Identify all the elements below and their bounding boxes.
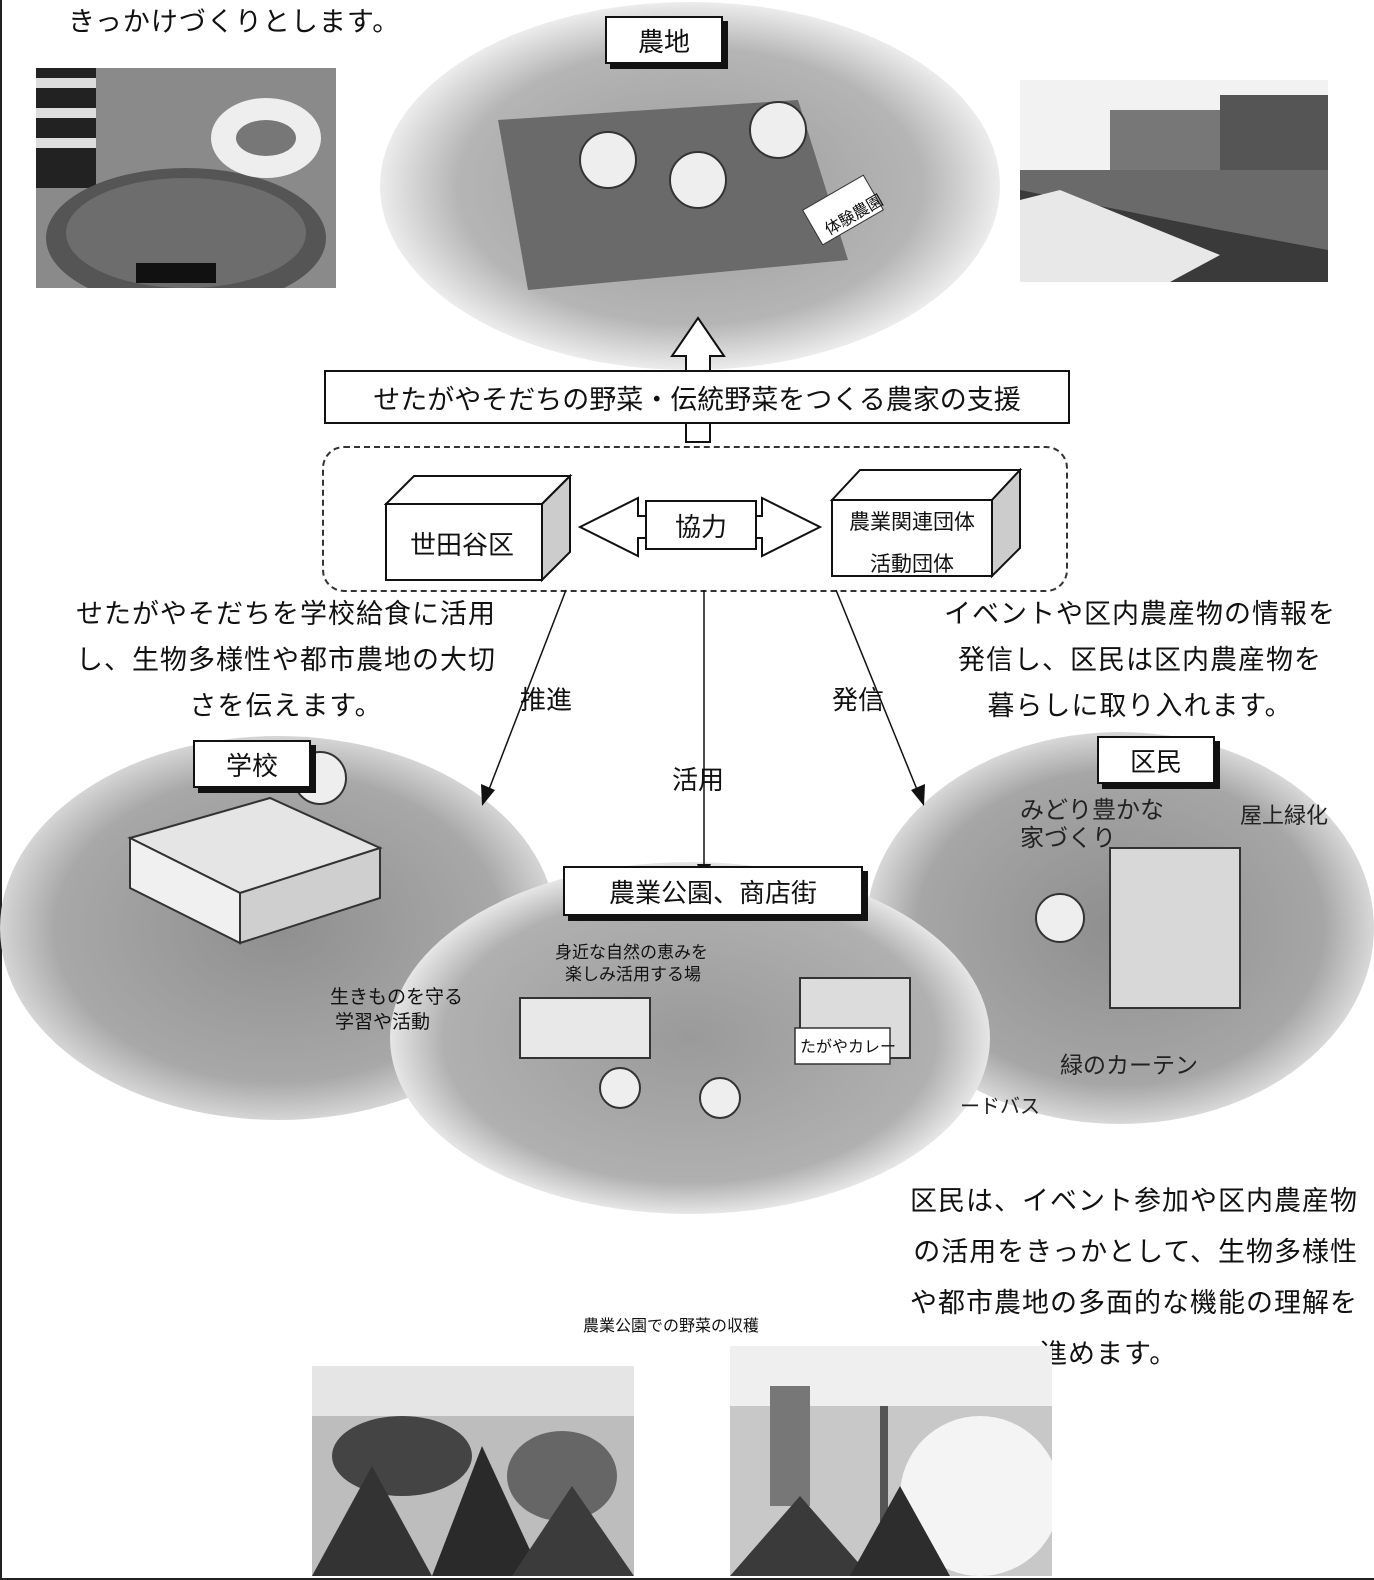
participation-text: 区民は、イベント参加や区内農産物 の活用をきっかとして、生物多様性 や都市農地の… bbox=[888, 1176, 1358, 1380]
school-desc-line: し、生物多様性や都市農地の大切 bbox=[76, 645, 496, 676]
rooftop-text: 屋上緑化 bbox=[1240, 804, 1328, 829]
agri-org-line1: 農業関連団体 bbox=[849, 510, 975, 534]
participation-line: 進めます。 bbox=[1040, 1339, 1178, 1370]
support-banner: せたがやそだちの野菜・伝統野菜をつくる農家の支援 bbox=[324, 370, 1070, 424]
school-activity-text-2: 学習や活動 bbox=[335, 1011, 430, 1033]
cooperation-label: 協力 bbox=[645, 500, 757, 550]
residents-label: 区民 bbox=[1097, 736, 1215, 784]
residents-green-text-1: みどり豊かな bbox=[1020, 796, 1164, 824]
cooperation-frame bbox=[322, 446, 1068, 592]
field-photo bbox=[1020, 80, 1328, 282]
flow-arrows bbox=[481, 589, 925, 880]
community-illustration: 生きものを守る 学習や活動 身近な自然の恵みを 楽しみ活用する場 たがやカレー … bbox=[0, 728, 1374, 1214]
harvest-photo-2 bbox=[730, 1346, 1052, 1576]
farm-illustration: 体験農園 bbox=[378, 0, 1002, 372]
park-label: 農業公園、商店街 bbox=[563, 866, 863, 916]
bus-text: ードバス bbox=[960, 1094, 1040, 1118]
school-label: 学校 bbox=[193, 740, 311, 788]
curry-sign-text: たがやカレー bbox=[800, 1037, 896, 1056]
promote-label: 推進 bbox=[520, 686, 573, 716]
harvest-photo-1 bbox=[312, 1366, 634, 1576]
farm-label: 農地 bbox=[605, 16, 723, 64]
resident-description: イベントや区内農産物の情報を 発信し、区民は区内農産物を 暮らしに取り入れます。 bbox=[930, 592, 1350, 730]
photo-caption: 農業公園での野菜の収穫 bbox=[583, 1316, 760, 1335]
park-sign-text-1: 身近な自然の恵みを bbox=[555, 943, 708, 963]
green-curtain-text: 緑のカーテン bbox=[1060, 1053, 1198, 1079]
residents-green-text-2: 家づくり bbox=[1020, 824, 1116, 852]
resident-desc-line: 暮らしに取り入れます。 bbox=[987, 691, 1293, 722]
participation-line: 区民は、イベント参加や区内農産物 bbox=[910, 1186, 1358, 1217]
setagaya-label: 世田谷区 bbox=[409, 530, 514, 561]
park-sign-text-2: 楽しみ活用する場 bbox=[565, 965, 701, 985]
agri-org-line2: 活動団体 bbox=[870, 552, 954, 576]
school-activity-text-1: 生きものを守る bbox=[330, 986, 463, 1008]
school-description: せたがやそだちを学校給食に活用 し、生物多様性や都市農地の大切 さを伝えます。 bbox=[66, 592, 506, 730]
broadcast-label: 発信 bbox=[832, 686, 885, 716]
participation-line: や都市農地の多面的な機能の理解を bbox=[910, 1288, 1358, 1319]
intro-text: きっかけづくりとします。 bbox=[68, 7, 401, 38]
school-desc-line: さを伝えます。 bbox=[189, 691, 383, 722]
school-desc-line: せたがやそだちを学校給食に活用 bbox=[76, 599, 496, 630]
agri-org-box bbox=[830, 468, 1023, 579]
resident-desc-line: 発信し、区民は区内農産物を bbox=[958, 645, 1322, 676]
participation-line: の活用をきっかとして、生物多様性 bbox=[913, 1237, 1358, 1268]
resident-desc-line: イベントや区内農産物の情報を bbox=[944, 599, 1336, 630]
setagaya-box bbox=[384, 474, 573, 583]
utilize-label: 活用 bbox=[672, 766, 725, 796]
cooking-photo bbox=[36, 68, 336, 288]
